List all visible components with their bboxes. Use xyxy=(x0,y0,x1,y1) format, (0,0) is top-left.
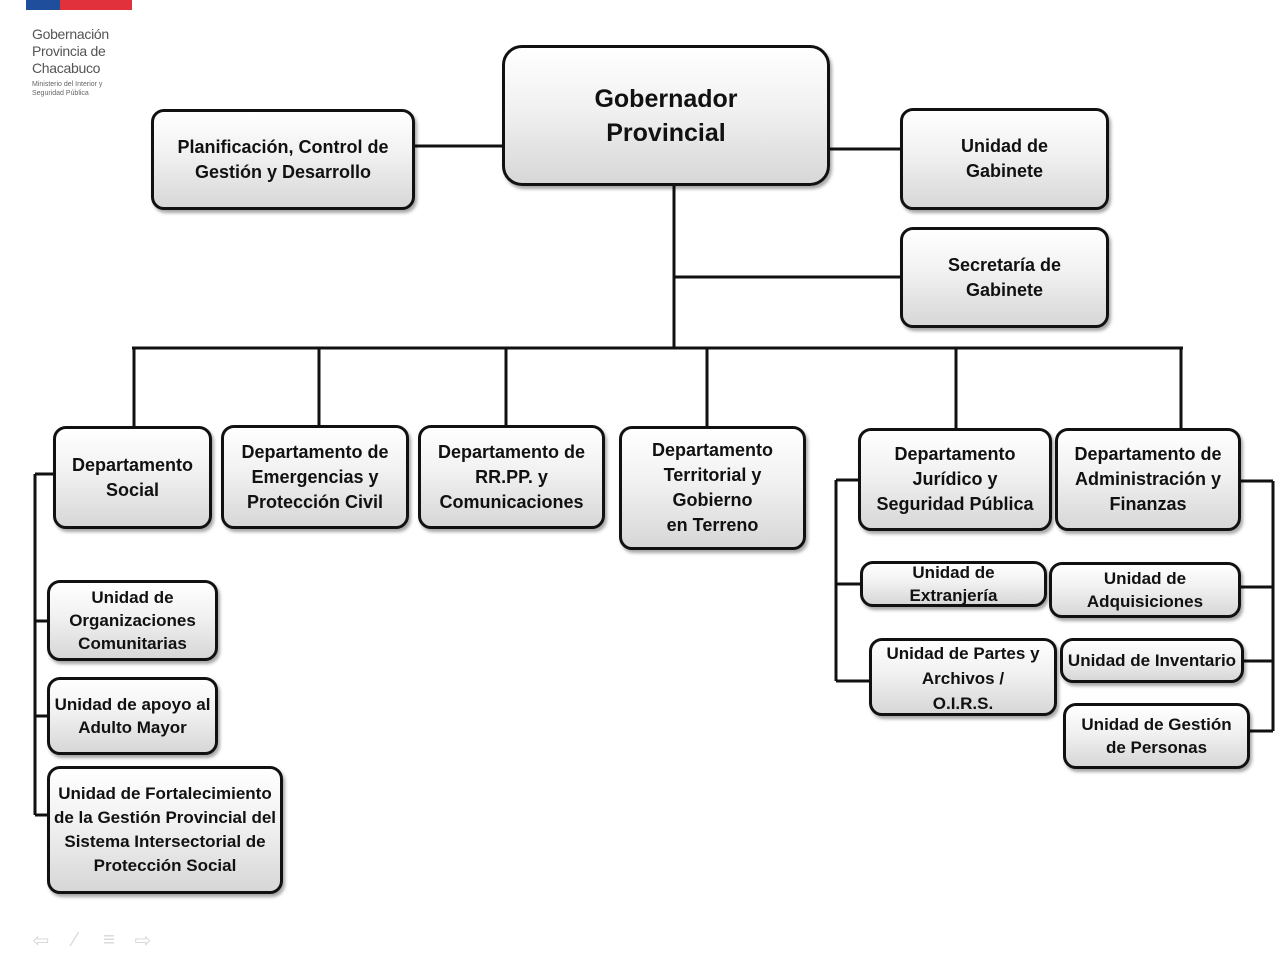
department-legal-label: Departamento Jurídico y Seguridad Públic… xyxy=(876,444,1034,514)
logo-sub-line-1: Ministerio del Interior y xyxy=(32,81,103,88)
department-legal-box: Departamento Jurídico y Seguridad Públic… xyxy=(858,428,1052,531)
logo-name: Gobernación Provincia de Chacabuco xyxy=(32,26,142,77)
arrow-right-icon[interactable]: ⇨ xyxy=(134,930,152,952)
unit-procurement-box: Unidad de Adquisiciones xyxy=(1049,562,1241,618)
unit-social-protection-box: Unidad de Fortalecimiento de la Gestión … xyxy=(47,766,283,894)
department-admin-box: Departamento de Administración y Finanza… xyxy=(1055,428,1241,531)
logo-subtitle: Ministerio del Interior y Seguridad Públ… xyxy=(32,80,142,98)
unit-people-label: Unidad de Gestión de Personas xyxy=(1081,715,1232,757)
flag-red xyxy=(60,0,132,10)
unit-records-box: Unidad de Partes y Archivos / O.I.R.S. xyxy=(869,638,1057,716)
department-emergencies-box: Departamento de Emergencias y Protección… xyxy=(221,425,409,529)
planning-box: Planificación, Control de Gestión y Desa… xyxy=(151,109,415,210)
department-admin-label: Departamento de Administración y Finanza… xyxy=(1074,444,1222,514)
logo-line-3: Chacabuco xyxy=(32,60,101,76)
logo-sub-line-2: Seguridad Pública xyxy=(32,90,89,97)
planning-label: Planificación, Control de Gestión y Desa… xyxy=(177,136,389,182)
slide-navigation: ⇦ ∕ ≡ ⇨ xyxy=(30,928,154,953)
unit-inventory-box: Unidad de Inventario xyxy=(1060,638,1244,683)
department-social-label: Departamento Social xyxy=(71,454,194,500)
pen-icon[interactable]: ∕ xyxy=(73,929,77,951)
logo: Gobernación Provincia de Chacabuco Minis… xyxy=(26,0,146,100)
cabinet-secretary-box: Secretaría de Gabinete xyxy=(900,227,1109,328)
unit-community-orgs-label: Unidad de Organizaciones Comunitarias xyxy=(69,588,196,653)
unit-community-orgs-box: Unidad de Organizaciones Comunitarias xyxy=(47,580,218,661)
logo-line-2: Provincia de xyxy=(32,43,106,59)
department-rrpp-label: Departamento de RR.PP. y Comunicaciones xyxy=(437,441,586,512)
unit-social-protection-label: Unidad de Fortalecimiento de la Gestión … xyxy=(54,784,277,875)
unit-elderly-box: Unidad de apoyo al Adulto Mayor xyxy=(47,677,218,755)
cabinet-unit-box: Unidad de Gabinete xyxy=(900,108,1109,210)
logo-line-1: Gobernación xyxy=(32,26,109,42)
department-territorial-box: Departamento Territorial y Gobierno en T… xyxy=(619,426,806,550)
flag-blue xyxy=(26,0,60,10)
unit-immigration-label: Unidad de Extranjería xyxy=(909,563,998,605)
cabinet-unit-label: Unidad de Gabinete xyxy=(960,136,1048,181)
flag-stripe xyxy=(26,0,132,10)
cabinet-secretary-label: Secretaría de Gabinete xyxy=(947,254,1062,300)
arrow-left-icon[interactable]: ⇦ xyxy=(32,930,50,952)
department-rrpp-box: Departamento de RR.PP. y Comunicaciones xyxy=(418,425,605,529)
department-emergencies-label: Departamento de Emergencias y Protección… xyxy=(241,441,389,512)
unit-inventory-label: Unidad de Inventario xyxy=(1067,651,1237,670)
department-territorial-label: Departamento Territorial y Gobierno en T… xyxy=(651,440,774,535)
unit-procurement-label: Unidad de Adquisiciones xyxy=(1086,569,1204,611)
governor-box: Gobernador Provincial xyxy=(502,45,830,186)
menu-icon[interactable]: ≡ xyxy=(103,929,115,951)
department-social-box: Departamento Social xyxy=(53,426,212,529)
governor-label: Gobernador Provincial xyxy=(594,84,738,147)
unit-immigration-box: Unidad de Extranjería xyxy=(860,561,1047,607)
unit-elderly-label: Unidad de apoyo al Adulto Mayor xyxy=(54,695,211,737)
unit-people-box: Unidad de Gestión de Personas xyxy=(1063,703,1250,769)
unit-records-label: Unidad de Partes y Archivos / O.I.R.S. xyxy=(886,643,1040,713)
